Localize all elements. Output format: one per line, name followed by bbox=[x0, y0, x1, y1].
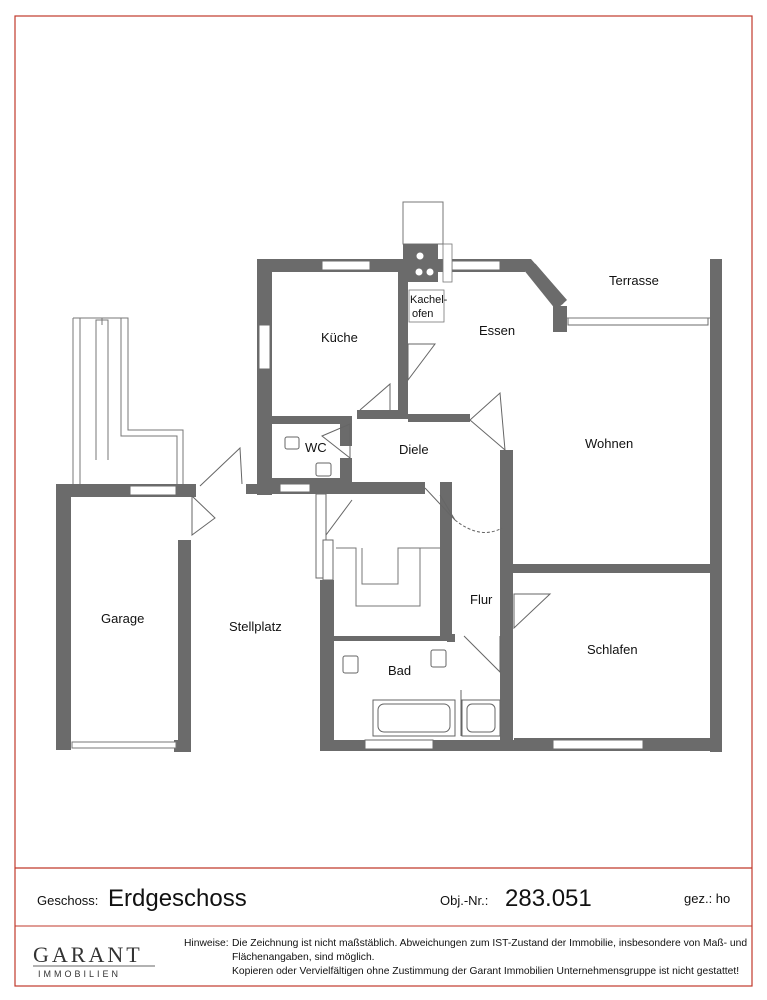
label-diele: Diele bbox=[399, 442, 429, 457]
label-terrasse: Terrasse bbox=[609, 273, 659, 288]
logo-sub: IMMOBILIEN bbox=[38, 969, 121, 979]
geschoss-value: Erdgeschoss bbox=[108, 885, 247, 912]
objnr-label: Obj.-Nr.: bbox=[440, 893, 488, 908]
fixtures bbox=[284, 436, 501, 737]
label-schlafen: Schlafen bbox=[587, 642, 638, 657]
hinweise-line2: Flächenangaben, sind möglich. bbox=[232, 952, 375, 963]
bay-window bbox=[530, 263, 567, 305]
chimney bbox=[402, 201, 453, 323]
outside-stair bbox=[72, 317, 184, 484]
hinweise-line1: Die Zeichnung ist nicht maßstäblich. Abw… bbox=[232, 938, 747, 949]
label-bad: Bad bbox=[388, 663, 411, 678]
geschoss-label: Geschoss: bbox=[37, 893, 98, 908]
doors bbox=[191, 343, 552, 674]
hinweise-line3: Kopieren oder Vervielfältigen ohne Zusti… bbox=[232, 966, 739, 977]
label-wc: WC bbox=[305, 440, 327, 455]
objnr-value: 283.051 bbox=[505, 885, 592, 912]
label-flur: Flur bbox=[470, 592, 493, 607]
label-wohnen: Wohnen bbox=[585, 436, 633, 451]
label-essen: Essen bbox=[479, 323, 515, 338]
inner-stair bbox=[336, 547, 440, 607]
windows bbox=[129, 260, 709, 750]
label-stellplatz: Stellplatz bbox=[229, 619, 282, 634]
gez-label: gez.: ho bbox=[684, 891, 730, 906]
label-kachelofen-1: Kachel- bbox=[410, 294, 448, 306]
page-frame bbox=[14, 15, 753, 987]
garage-door bbox=[71, 741, 177, 749]
label-kueche: Küche bbox=[321, 330, 358, 345]
label-kachelofen-2: ofen bbox=[412, 308, 433, 320]
hinweise-label: Hinweise: bbox=[184, 938, 229, 949]
walls bbox=[56, 259, 722, 752]
logo-name: GARANT bbox=[33, 942, 143, 967]
label-garage: Garage bbox=[101, 611, 144, 626]
